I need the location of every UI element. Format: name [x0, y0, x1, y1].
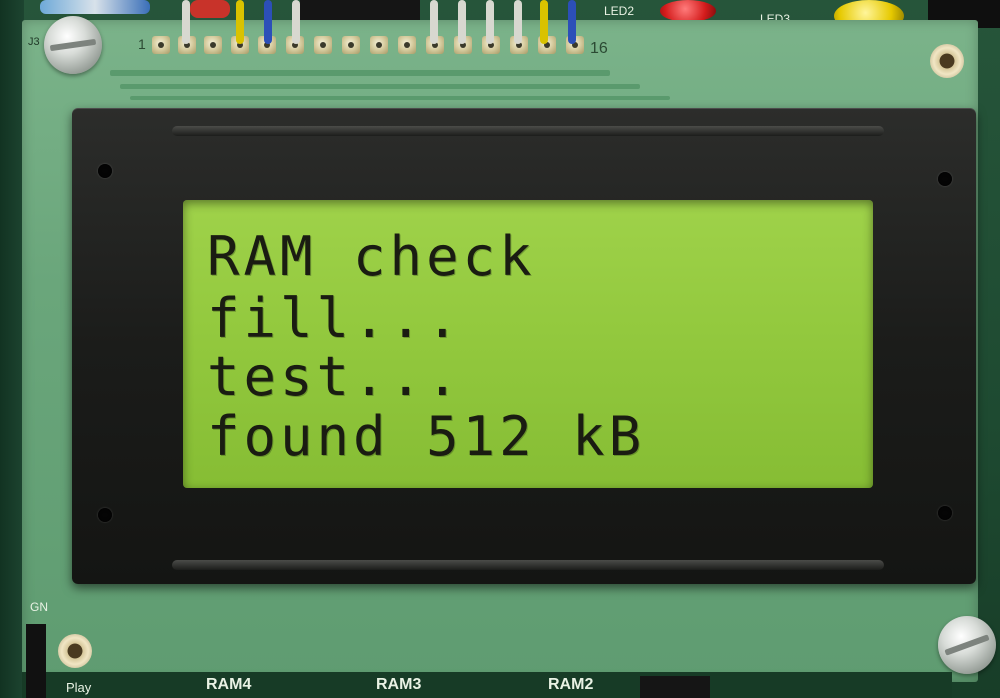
silk-pin-1: 1 [138, 36, 146, 52]
silk-j3: J3 [28, 36, 40, 48]
ic-chip [300, 0, 420, 22]
bezel-rail-bottom [172, 560, 884, 570]
silk-gnd: GN [30, 600, 48, 614]
lcd-screen: RAM check fill... test... found 512 kB [183, 200, 873, 488]
lcd-line-2: fill... [207, 287, 463, 350]
lcd-line-1: RAM check [207, 225, 536, 288]
wire-white [486, 0, 494, 44]
screw-top-left [44, 16, 102, 74]
board-edge [0, 0, 24, 698]
mounting-hole-top-right [930, 44, 964, 78]
wire-red [190, 0, 230, 18]
socket [640, 676, 710, 698]
resistor [40, 0, 150, 14]
wire-white [458, 0, 466, 44]
bezel-hole [938, 172, 952, 186]
bezel-rail-top [172, 126, 884, 136]
bezel-hole [98, 164, 112, 178]
bezel-hole [98, 508, 112, 522]
red-led [660, 0, 716, 22]
lcd-line-3: test... [207, 345, 463, 408]
carrier-board-bottom [22, 672, 952, 698]
header-pin [204, 36, 222, 54]
header-pin [342, 36, 360, 54]
mounting-hole-bottom-left [58, 634, 92, 668]
header-pin [314, 36, 332, 54]
header-pin [231, 36, 249, 54]
wire-white [514, 0, 522, 44]
wire-white [292, 0, 300, 44]
pcb-trace [130, 96, 670, 100]
silk-ram2: RAM2 [548, 676, 594, 693]
pin-header-left [26, 624, 46, 698]
silk-ram3: RAM3 [376, 676, 422, 693]
pcb-trace [120, 84, 640, 89]
silk-play: Play [66, 680, 92, 695]
bezel-hole [938, 506, 952, 520]
header-pin [152, 36, 170, 54]
screw-bottom-right [938, 616, 996, 674]
silk-led2: LED2 [604, 4, 635, 18]
header-pin [398, 36, 416, 54]
silk-ram4: RAM4 [206, 676, 252, 693]
wire-yellow [540, 0, 548, 44]
wire-blue [264, 0, 272, 44]
silk-pin-16: 16 [590, 40, 608, 57]
lcd-line-4: found 512 kB [207, 405, 646, 468]
wire-blue [568, 0, 576, 44]
wire-white [182, 0, 190, 44]
wire-white [430, 0, 438, 44]
header-pin [370, 36, 388, 54]
wire-yellow [236, 0, 244, 44]
pcb-trace [110, 70, 610, 76]
